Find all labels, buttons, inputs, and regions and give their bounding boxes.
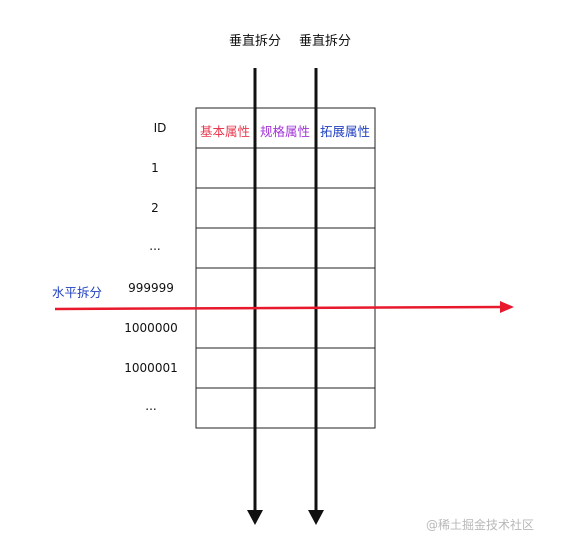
id-column-header: ID [153,121,167,135]
horizontal-split-label: 水平拆分 [52,285,103,300]
vertical-split-arrow [247,68,263,525]
row-id: 1000001 [124,361,178,375]
row-id: 1000000 [124,321,178,335]
vertical-split-label: 垂直拆分 [298,34,352,49]
vertical-split-arrow [308,68,324,525]
watermark: @稀土掘金技术社区 [426,518,535,532]
column-header-basic: 基本属性 [199,124,251,139]
row-id: ... [145,399,157,413]
row-id: ... [149,239,161,253]
row-id: 2 [151,201,159,215]
data-table [195,107,376,429]
row-id: 999999 [128,281,174,295]
column-header-extended: 拓展属性 [319,124,371,139]
row-id: 1 [151,161,159,175]
vertical-split-label: 垂直拆分 [228,34,282,49]
column-header-spec: 规格属性 [259,124,311,139]
horizontal-split-arrow [54,301,514,313]
